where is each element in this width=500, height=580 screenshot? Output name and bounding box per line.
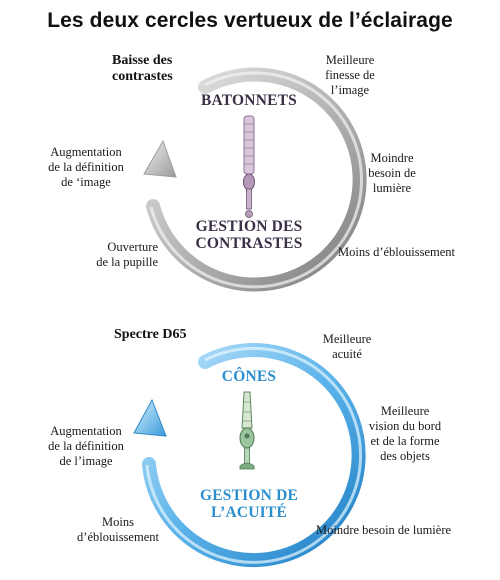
rods-top-title: BATONNETS <box>201 92 297 109</box>
cones-top-title: CÔNES <box>221 368 277 385</box>
cones-cycle-arrow-head <box>133 398 167 437</box>
rods-cycle-arrow-head <box>143 139 177 178</box>
rods-step-finer-image: Meilleure finesse de l’image <box>325 53 375 97</box>
cones-step-edge-vision: Meilleure vision du bord et de la forme … <box>368 404 442 463</box>
cones-bottom-title: GESTION DE L’ACUITÉ <box>199 487 299 521</box>
rods-cycle-diagram <box>143 67 367 292</box>
cones-step-less-light: Moindre besoin de lumière <box>316 523 452 537</box>
rod-cell-icon <box>243 115 255 218</box>
cone-cell-icon <box>239 391 255 470</box>
rods-start-label: Baisse des contrastes <box>112 53 173 84</box>
cones-cycle-ring-highlight <box>145 346 363 564</box>
rods-step-definition: Augmentation de la définition de ‘image <box>48 145 124 189</box>
cones-start-label: Spectre D65 <box>114 327 187 342</box>
cones-step-acuity: Meilleure acuité <box>322 332 372 361</box>
cones-cycle-ring <box>142 343 366 568</box>
page-title: Les deux cercles vertueux de l’éclairage <box>47 9 453 32</box>
rods-cycle-ring-highlight <box>149 71 363 289</box>
cones-step-definition: Augmentation de la définition de l’image <box>48 424 124 468</box>
rods-step-pupil-opening: Ouverture de la pupille <box>96 240 158 269</box>
rods-bottom-title: GESTION DES CONTRASTES <box>195 218 303 252</box>
rods-step-less-light: Moindre besoin de lumière <box>368 151 416 195</box>
rods-step-less-glare: Moins d’éblouissement <box>338 245 456 259</box>
rods-cycle-ring <box>146 67 367 292</box>
cones-cycle-diagram <box>133 343 366 568</box>
cones-step-less-glare: Moins d’éblouissement <box>77 515 159 544</box>
